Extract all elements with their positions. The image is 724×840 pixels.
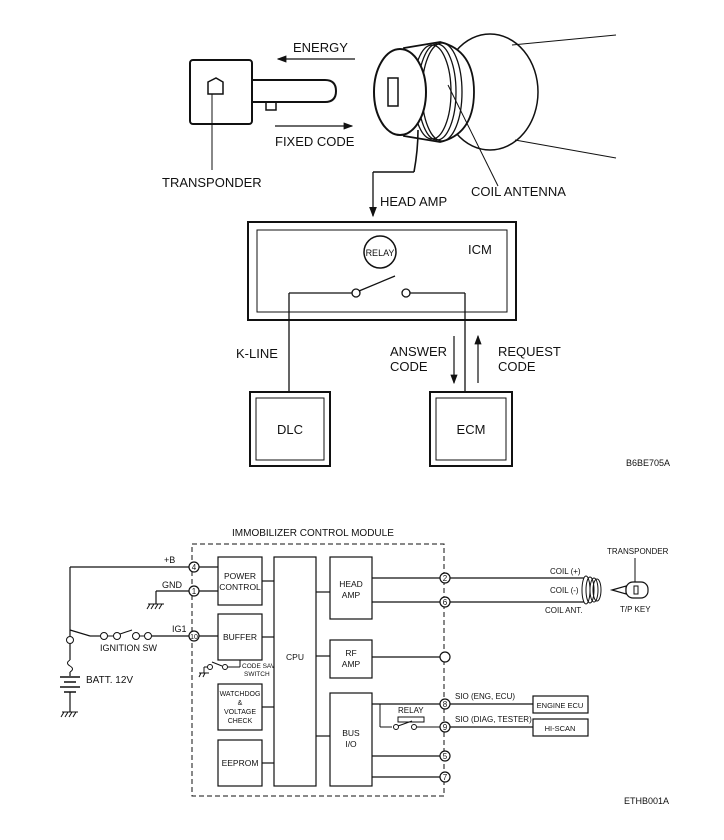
buffer-label: BUFFER xyxy=(223,632,257,642)
power-control-label-1: POWER xyxy=(224,571,256,581)
ecm-label: ECM xyxy=(457,422,486,437)
head-amp-block-label-2: AMP xyxy=(342,590,361,600)
pin-4: 4 xyxy=(192,563,197,572)
power-control-label-2: CONTROL xyxy=(219,582,261,592)
pin-6: 6 xyxy=(443,598,448,607)
watchdog-label-4: CHECK xyxy=(228,718,253,725)
gnd-ground-icon xyxy=(146,603,164,610)
ecm-box: ECM xyxy=(429,391,513,467)
request-code-label-1: REQUEST xyxy=(498,344,561,359)
battery-ground-icon xyxy=(60,711,78,718)
k-line-label: K-LINE xyxy=(236,346,278,361)
plus-b-label: +B xyxy=(164,555,175,565)
coil-ant-label: COIL ANT. xyxy=(545,606,583,615)
rf-amp-label-2: AMP xyxy=(342,659,361,669)
answer-code-label-1: ANSWER xyxy=(390,344,447,359)
ig1-label: IG1 xyxy=(172,624,187,634)
engine-ecu-label: ENGINE ECU xyxy=(537,701,584,710)
watchdog-block: WATCHDOG & VOLTAGE CHECK xyxy=(217,683,263,731)
pin-2: 2 xyxy=(443,574,448,583)
bus-relay-label: RELAY xyxy=(398,706,424,715)
dlc-label: DLC xyxy=(277,422,303,437)
coil-plus-label: COIL (+) xyxy=(550,567,581,576)
code-save-switch-icon xyxy=(198,660,241,678)
bus-io-label-1: BUS xyxy=(342,728,360,738)
rf-amp-block: RF AMP xyxy=(329,639,373,679)
watchdog-label-2: & xyxy=(238,700,243,707)
icm-box: RELAY ICM xyxy=(247,221,517,321)
pin-9: 9 xyxy=(443,723,448,732)
module-title: IMMOBILIZER CONTROL MODULE xyxy=(232,528,394,539)
rf-amp-label-1: RF xyxy=(345,648,356,658)
relay-icon xyxy=(363,235,397,269)
ignition-sw-label: IGNITION SW xyxy=(100,643,158,653)
transponder-label: TRANSPONDER xyxy=(162,175,262,190)
upper-figure-code: B6BE705A xyxy=(626,458,670,468)
head-amp-label: HEAD AMP xyxy=(380,194,447,209)
bus-relay-icon xyxy=(393,716,425,730)
pin-5: 5 xyxy=(443,752,448,761)
bus-io-label-2: I/O xyxy=(345,739,357,749)
engine-ecu-box: ENGINE ECU xyxy=(532,695,589,714)
transponder-key-title: TRANSPONDER xyxy=(607,547,669,556)
icm-relay-label: RELAY xyxy=(366,248,395,258)
cpu-block: CPU xyxy=(273,556,317,787)
coil-ant-icon xyxy=(581,575,602,605)
head-amp-block-label-1: HEAD xyxy=(339,579,363,589)
code-save-label-2: SWITCH xyxy=(244,671,270,678)
ignition-switch-icon xyxy=(100,629,152,640)
code-save-label-1: CODE SAVE xyxy=(242,663,280,670)
batt-label: BATT. 12V xyxy=(86,675,133,686)
coil-antenna-icon xyxy=(373,33,617,187)
key-icon xyxy=(189,59,338,170)
pin-7: 7 xyxy=(443,773,448,782)
pin-unlabeled xyxy=(439,651,451,663)
pin-8: 8 xyxy=(443,700,448,709)
energy-label: ENERGY xyxy=(293,40,348,55)
power-control-block: POWER CONTROL xyxy=(217,556,263,606)
eeprom-block: EEPROM xyxy=(217,739,263,787)
tp-key-label: T/P KEY xyxy=(620,605,651,614)
sio-diag-label: SIO (DIAG, TESTER) xyxy=(455,715,532,724)
coil-minus-label: COIL (-) xyxy=(550,586,579,595)
transponder-chip-icon xyxy=(207,77,224,95)
sio-eng-label: SIO (ENG, ECU) xyxy=(455,692,515,701)
relay-switch xyxy=(358,275,396,292)
fixed-code-label: FIXED CODE xyxy=(275,134,355,149)
head-amp-block: HEAD AMP xyxy=(329,556,373,620)
eeprom-label: EEPROM xyxy=(222,758,259,768)
dlc-box: DLC xyxy=(249,391,331,467)
hi-scan-label: HI-SCAN xyxy=(545,724,576,733)
coil-antenna-label: COIL ANTENNA xyxy=(471,184,566,199)
tp-key-icon xyxy=(609,581,649,599)
gnd-label: GND xyxy=(162,580,183,590)
answer-code-label-2: CODE xyxy=(390,359,428,374)
pin-10: 10 xyxy=(190,634,198,641)
lower-figure-code: ETHB001A xyxy=(624,796,669,806)
cpu-label: CPU xyxy=(286,652,304,662)
icm-label: ICM xyxy=(468,242,492,257)
upper-diagram: ENERGY FIXED CODE TRANSPONDER COIL ANTEN… xyxy=(162,33,670,468)
lower-diagram: IMMOBILIZER CONTROL MODULE BATT. 12V +B xyxy=(60,528,669,806)
watchdog-label-3: VOLTAGE xyxy=(224,709,256,716)
battery-icon xyxy=(60,676,80,693)
hi-scan-box: HI-SCAN xyxy=(532,718,589,737)
request-code-label-2: CODE xyxy=(498,359,536,374)
pin-1: 1 xyxy=(192,587,197,596)
module-outline xyxy=(191,543,445,797)
buffer-block: BUFFER xyxy=(217,613,263,661)
watchdog-label-1: WATCHDOG xyxy=(220,691,261,698)
bus-io-block: BUS I/O xyxy=(329,692,373,787)
